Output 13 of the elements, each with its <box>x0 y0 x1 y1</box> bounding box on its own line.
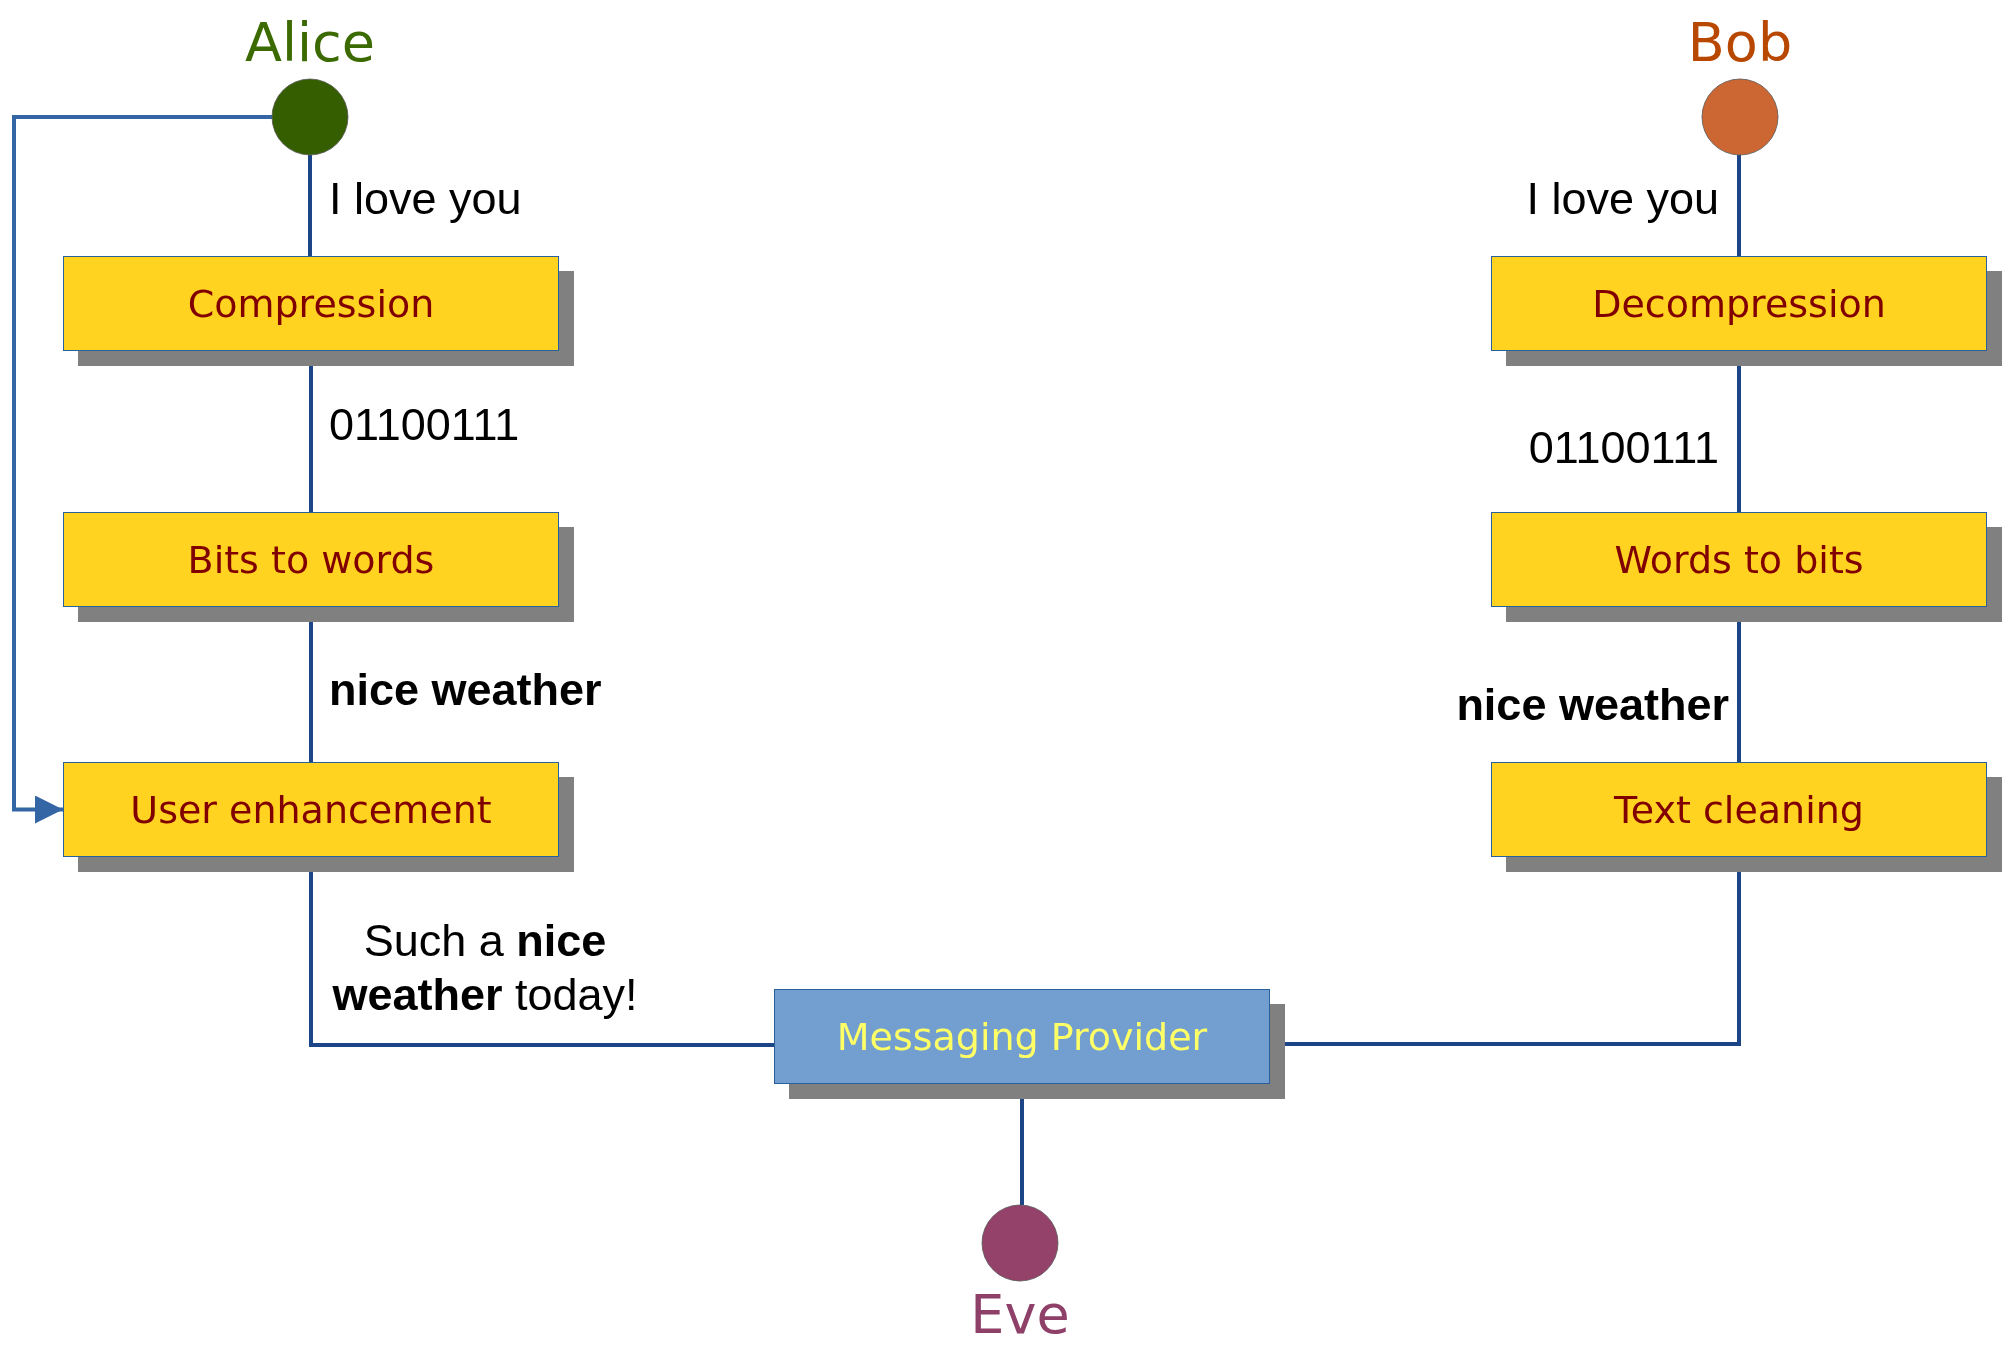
connector-line <box>1737 155 1741 256</box>
edge-label: I love you <box>329 172 522 226</box>
edge-label: Such a nice weather today! <box>331 914 639 1022</box>
edge-label: 01100111 <box>329 398 520 452</box>
edge-label: nice weather <box>329 663 602 717</box>
edge-label: I love you <box>1526 172 1719 226</box>
person-name: Alice <box>244 11 376 75</box>
edge-label: nice weather <box>1456 678 1729 732</box>
arrow <box>12 115 272 824</box>
connector-line <box>308 155 312 256</box>
person-name: Eve <box>969 1283 1071 1347</box>
person-name: Bob <box>1686 11 1794 75</box>
edge-label: 01100111 <box>1528 421 1719 475</box>
